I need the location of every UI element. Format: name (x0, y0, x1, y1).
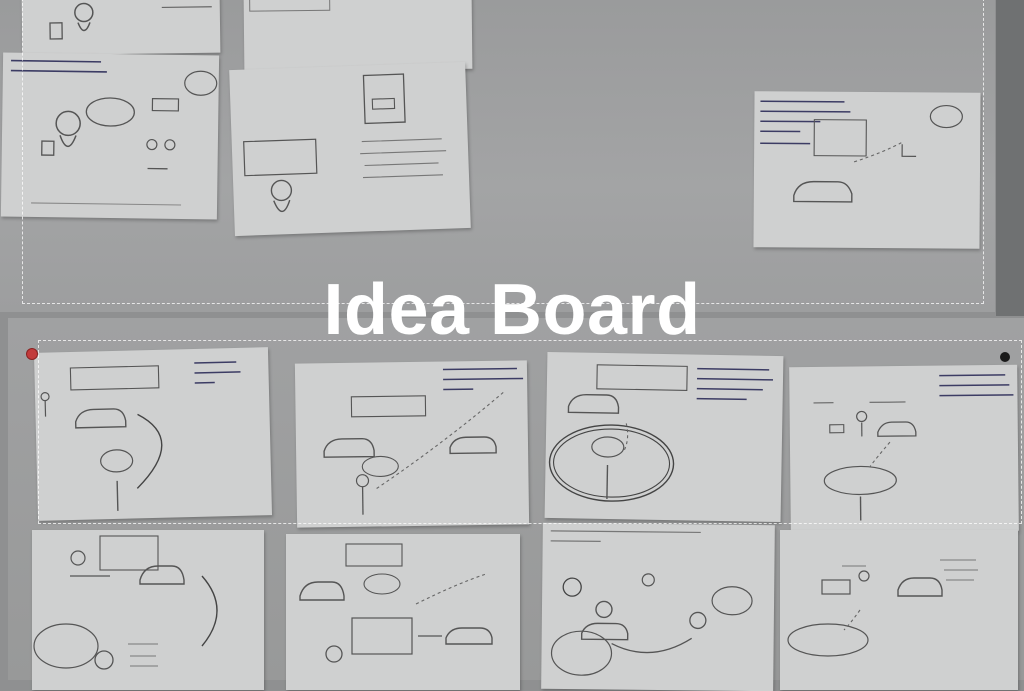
sketch-paper (32, 530, 264, 690)
sketch-paper (541, 522, 775, 691)
sketch-paper (33, 347, 273, 521)
sketch-paper (789, 364, 1019, 534)
sketch-paper (753, 91, 981, 249)
page-title: Idea Board (323, 270, 701, 350)
sketch-drawing (760, 100, 963, 203)
sketch-drawing (323, 367, 524, 515)
sketch-drawing (49, 0, 212, 40)
sketch-paper (229, 61, 471, 237)
sketch-drawing (548, 364, 774, 502)
sketch-drawing (550, 530, 753, 676)
sketch-paper (286, 534, 520, 690)
sketch-paper (294, 360, 530, 528)
sketch-paper (544, 351, 784, 523)
sketch-drawing (10, 59, 218, 206)
sketch-drawing (787, 559, 978, 657)
sketch-paper (243, 0, 473, 72)
sketch-paper (21, 0, 221, 56)
pushpin-red-icon (27, 349, 37, 359)
sketch-drawing (33, 535, 218, 670)
sketch-drawing (813, 374, 1014, 521)
sketch-paper (0, 52, 220, 220)
sketch-paper (780, 530, 1018, 690)
pushpin-black-icon (1000, 352, 1010, 362)
sketch-drawing (249, 0, 331, 12)
wall-edge (996, 0, 1024, 316)
sketch-drawing (299, 543, 493, 663)
sketch-drawing (243, 73, 447, 213)
sketch-drawing (40, 361, 241, 511)
